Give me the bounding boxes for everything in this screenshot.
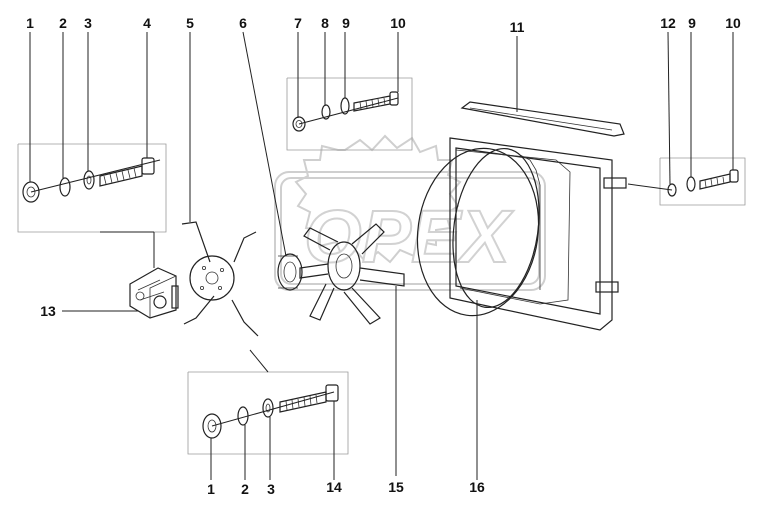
callout-15: 15 (388, 479, 404, 495)
leader-lines (29, 31, 734, 480)
callout-16: 16 (469, 479, 485, 495)
callout-14: 14 (326, 479, 342, 495)
bolt-set-left (17, 143, 167, 268)
drive-unit (129, 267, 179, 319)
flat-washer-icon (83, 170, 95, 190)
callout-5: 5 (186, 15, 194, 31)
callout-1-bottom: 1 (207, 481, 215, 497)
callout-1-top: 1 (26, 15, 34, 31)
callout-9-right: 9 (688, 15, 696, 31)
callout-13: 13 (40, 303, 56, 319)
callout-2-top: 2 (59, 15, 67, 31)
callout-3-bottom: 3 (267, 481, 275, 497)
bolt-set-middle (286, 77, 413, 151)
bolt-icon (99, 165, 143, 187)
callout-8: 8 (321, 15, 329, 31)
callout-10-right: 10 (725, 15, 741, 31)
watermark-text: OPEX (304, 195, 514, 278)
callout-11: 11 (510, 19, 525, 35)
callout-7: 7 (294, 15, 302, 31)
callout-9-middle: 9 (342, 15, 350, 31)
nut-icon (22, 181, 40, 203)
callout-6: 6 (239, 15, 247, 31)
callout-4: 4 (143, 15, 151, 31)
fan-spacer-bracket (181, 221, 259, 337)
callout-12: 12 (660, 15, 676, 31)
callout-10-middle: 10 (390, 15, 406, 31)
fan-hub (277, 253, 303, 291)
shroud-strip (460, 101, 625, 137)
callout-3-top: 3 (84, 15, 92, 31)
cooling-fan (299, 223, 405, 325)
bolt-set-bottom (187, 349, 349, 455)
opex-watermark: OPEX (274, 134, 546, 291)
fan-shroud (416, 137, 627, 331)
lock-washer-icon (59, 177, 71, 197)
fan-ring-icon (416, 147, 540, 317)
callout-labels: 1 2 3 4 5 6 7 8 9 10 11 12 9 10 13 1 2 3… (26, 15, 741, 497)
bolt-set-right (627, 157, 746, 206)
callout-2-bottom: 2 (241, 481, 249, 497)
